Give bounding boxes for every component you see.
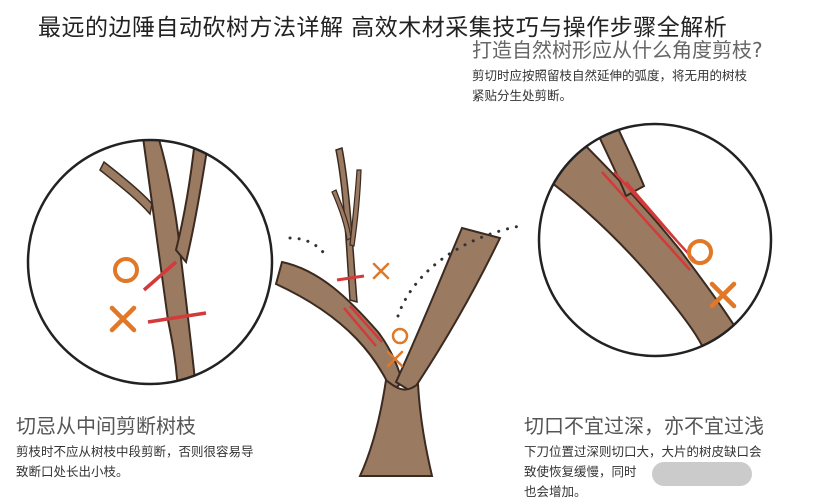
cross-mark-icon: [109, 305, 137, 333]
cut-line-proper: [625, 181, 677, 241]
cut-line-center-joint-b: [349, 305, 383, 343]
left-zoom-twig: [99, 160, 153, 216]
left-zoom-branch: [140, 140, 198, 384]
dotted-connector-left: [288, 236, 328, 258]
cut-line-bad: [147, 311, 207, 324]
right-zoom-upper-branch: [594, 124, 646, 198]
cross-mark-icon: [386, 350, 404, 368]
left-main-branch: [274, 260, 404, 394]
cut-line-center-joint-a: [343, 307, 377, 347]
twig-right: [349, 169, 362, 247]
trunk: [358, 378, 434, 477]
top-right-heading: 打造自然树形应从什么角度剪枝?: [472, 38, 763, 62]
right-main-branch: [394, 226, 502, 394]
cut-line-good: [142, 260, 178, 292]
bottom-right-text-line: 下刀位置过深则切口大，大片的树皮缺口会: [524, 444, 762, 459]
zoom-circle-left: [26, 138, 274, 386]
watermark-badge: [652, 462, 752, 486]
cross-mark-icon: [709, 281, 737, 309]
cut-line-center-mid: [336, 274, 365, 282]
cut-line-deep: [601, 171, 691, 271]
cross-mark-icon: [372, 262, 390, 280]
bottom-left-text-line: 剪枝时不应从树枝中段剪断，否则很容易导: [16, 444, 254, 459]
zoom-circle-right: [537, 122, 773, 358]
bottom-right-text-line: 致使恢复缓慢，同时: [524, 464, 637, 479]
circle-mark-icon: [687, 239, 713, 265]
bottom-left-text-line: 致断口处长出小枝。: [16, 464, 129, 479]
bottom-right-text-line: 也会增加。: [524, 484, 587, 499]
left-zoom-side-branch: [174, 140, 212, 265]
bottom-right-heading: 切口不宜过深，亦不宜过浅: [524, 414, 764, 438]
overlay-title: 最远的边陲自动砍树方法详解 高效木材采集技巧与操作步骤全解析: [38, 15, 728, 41]
bottom-left-heading: 切忌从中间剪断树枝: [16, 414, 196, 438]
top-right-text-line: 剪切时应按照留枝自然延伸的弧度，将无用的树枝: [472, 68, 748, 83]
top-right-text-line: 紧贴分生处剪断。: [472, 88, 573, 103]
circle-mark-icon: [391, 327, 409, 345]
central-tree: [274, 147, 502, 477]
circle-mark-icon: [113, 257, 139, 283]
